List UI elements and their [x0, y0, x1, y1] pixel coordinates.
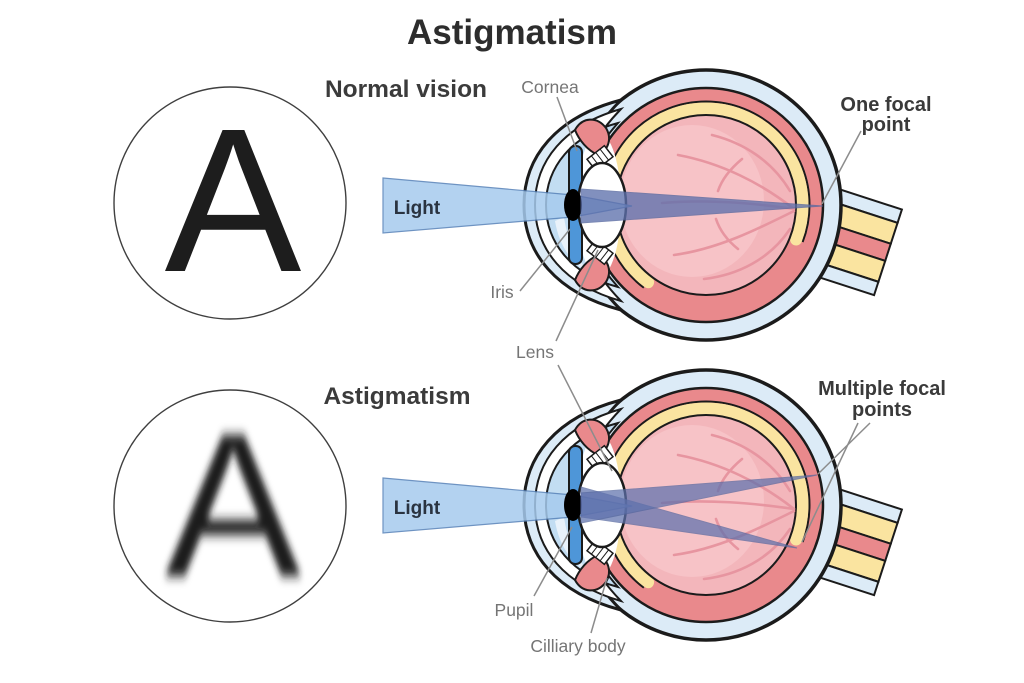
pupil-astigmatism: [564, 489, 582, 521]
focused-ray-single: [580, 188, 824, 224]
label-multi-focal-line1: Multiple focal: [818, 378, 946, 400]
leader-lens-normal: [555, 249, 599, 342]
leader-multi-focal-lower: [801, 422, 859, 543]
label-light-normal: Light: [394, 198, 441, 219]
label-light-astigmatism: Light: [394, 498, 441, 519]
leader-cornea: [556, 96, 578, 152]
label-pupil: Pupil: [495, 600, 534, 620]
section-label-normal: Normal vision: [325, 76, 487, 103]
letter-a-sharp: A: [165, 86, 302, 315]
leader-one-focal-point: [821, 130, 862, 205]
label-iris: Iris: [490, 282, 514, 302]
letter-a-blurred: A: [165, 391, 302, 620]
section-label-astigmatism: Astigmatism: [323, 383, 470, 410]
label-one-focal-line2: point: [862, 114, 911, 136]
leader-ciliary-body: [590, 577, 608, 634]
label-one-focal-line1: One focal: [840, 94, 931, 116]
leader-lens-astigmatism: [557, 364, 613, 472]
eye-chart-circle-normal: [113, 86, 347, 320]
pupil-normal: [564, 189, 582, 221]
page-title: Astigmatism: [407, 13, 617, 52]
label-multi-focal-line2: points: [852, 399, 912, 421]
eye-chart-circle-astigmatism: [113, 389, 347, 623]
focused-ray-upper: [580, 474, 818, 524]
leader-iris: [519, 228, 571, 292]
label-lens: Lens: [516, 342, 554, 362]
label-ciliary-body: Cilliary body: [530, 636, 626, 656]
leader-multi-focal-upper: [817, 422, 871, 475]
leader-pupil: [533, 526, 573, 597]
label-cornea: Cornea: [521, 77, 579, 97]
